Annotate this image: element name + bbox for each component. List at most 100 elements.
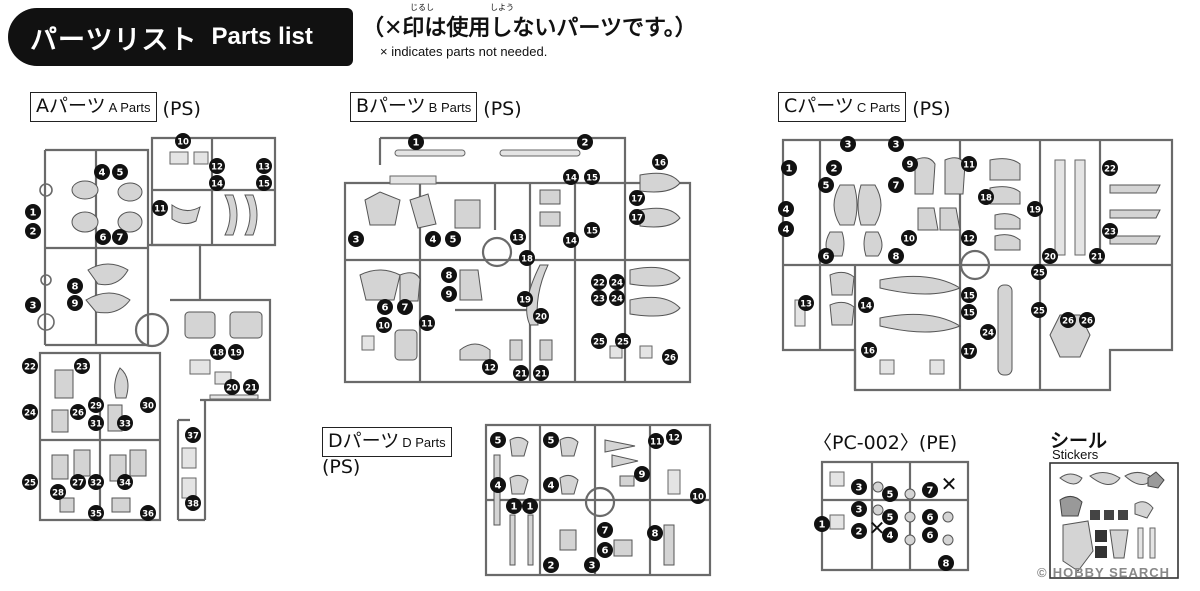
section-b-material: (PS) — [483, 98, 522, 120]
part-marker-pc-5b: 5 — [882, 509, 898, 525]
section-a-label-en: A Parts — [108, 100, 151, 115]
svg-text:2: 2 — [831, 164, 838, 175]
svg-text:21: 21 — [1091, 253, 1103, 263]
svg-text:9: 9 — [72, 299, 79, 310]
title-english: Parts list — [211, 23, 313, 50]
part-marker-a-35: 35 — [88, 505, 104, 521]
part-marker-b-22: 22 — [591, 274, 607, 290]
svg-text:21: 21 — [515, 370, 527, 380]
part-marker-pc-3b: 3 — [851, 501, 867, 517]
svg-text:16: 16 — [863, 347, 875, 357]
svg-text:11: 11 — [421, 320, 433, 330]
watermark: © HOBBY SEARCH — [1037, 564, 1170, 581]
svg-text:4: 4 — [887, 531, 894, 542]
part-marker-a-33: 33 — [117, 415, 133, 431]
svg-text:6: 6 — [602, 546, 609, 557]
part-marker-c-4: 4 — [778, 201, 794, 217]
section-a-label: Aパーツ — [36, 95, 106, 117]
svg-text:9: 9 — [907, 160, 914, 171]
part-marker-b-17: 17 — [629, 190, 645, 206]
part-marker-a-26: 26 — [70, 404, 86, 420]
svg-text:13: 13 — [800, 300, 812, 310]
svg-text:20: 20 — [226, 384, 238, 394]
part-marker-d-7: 7 — [597, 522, 613, 538]
part-marker-b-1: 1 — [408, 134, 424, 150]
svg-text:6: 6 — [382, 303, 389, 314]
svg-text:10: 10 — [692, 493, 704, 503]
title-japanese: パーツリスト — [30, 24, 198, 56]
svg-text:4: 4 — [783, 205, 790, 216]
not-needed-note-japanese: （✕印は使用しないパーツです。） — [362, 16, 697, 41]
part-marker-b-6: 6 — [377, 299, 393, 315]
svg-text:29: 29 — [90, 402, 102, 412]
svg-text:8: 8 — [72, 282, 79, 293]
part-marker-c-8: 8 — [888, 248, 904, 264]
svg-text:23: 23 — [593, 295, 605, 305]
part-marker-c-4b: 4 — [778, 221, 794, 237]
part-marker-d-2: 2 — [543, 557, 559, 573]
svg-text:33: 33 — [119, 420, 131, 430]
svg-text:31: 31 — [90, 420, 102, 430]
part-marker-pc-6b: 6 — [922, 509, 938, 525]
svg-text:8: 8 — [446, 271, 453, 282]
part-marker-c-3b: 3 — [888, 136, 904, 152]
part-marker-a-10: 10 — [175, 133, 191, 149]
part-marker-pc-8: 8 — [938, 555, 954, 571]
part-marker-c-9: 9 — [902, 156, 918, 172]
part-marker-c-22: 22 — [1102, 160, 1118, 176]
svg-text:1: 1 — [413, 138, 420, 149]
svg-text:24: 24 — [24, 409, 36, 419]
part-marker-b-9: 9 — [441, 286, 457, 302]
part-marker-d-11: 11 — [648, 433, 664, 449]
part-marker-b-24: 24 — [609, 274, 625, 290]
part-marker-a-37: 37 — [185, 427, 201, 443]
section-pc-title: 〈PC-002〉(PE) — [813, 432, 958, 454]
part-marker-b-8: 8 — [441, 267, 457, 283]
svg-text:3: 3 — [845, 140, 852, 151]
part-marker-d-1b: 1 — [522, 498, 538, 514]
svg-text:35: 35 — [90, 510, 102, 520]
svg-text:1: 1 — [819, 520, 826, 531]
part-marker-b-5: 5 — [445, 231, 461, 247]
part-marker-c-13: 13 — [798, 295, 814, 311]
svg-text:12: 12 — [211, 163, 223, 173]
part-marker-b-21b: 21 — [533, 365, 549, 381]
part-marker-b-15: 15 — [584, 169, 600, 185]
part-marker-b-25b: 25 — [615, 333, 631, 349]
svg-text:3: 3 — [856, 483, 863, 494]
part-marker-b-12: 12 — [482, 359, 498, 375]
svg-text:14: 14 — [860, 302, 872, 312]
part-marker-pc-3: 3 — [851, 479, 867, 495]
svg-text:4: 4 — [783, 225, 790, 236]
section-c-label: Cパーツ — [784, 95, 854, 117]
part-marker-b-21: 21 — [513, 365, 529, 381]
svg-text:19: 19 — [230, 349, 242, 359]
svg-text:1: 1 — [511, 502, 518, 513]
svg-text:13: 13 — [512, 234, 524, 244]
runner-a — [37, 136, 277, 522]
part-marker-a-15: 15 — [256, 175, 272, 191]
part-marker-c-18: 18 — [978, 189, 994, 205]
svg-text:9: 9 — [446, 290, 453, 301]
svg-text:2: 2 — [856, 527, 863, 538]
part-marker-a-30: 30 — [140, 397, 156, 413]
part-marker-a-29: 29 — [88, 397, 104, 413]
svg-text:26: 26 — [1062, 317, 1074, 327]
svg-text:19: 19 — [519, 296, 531, 306]
svg-text:11: 11 — [154, 205, 166, 215]
svg-text:1: 1 — [527, 502, 534, 513]
svg-text:4: 4 — [430, 235, 437, 246]
part-marker-b-23: 23 — [591, 290, 607, 306]
part-marker-d-6: 6 — [597, 542, 613, 558]
svg-text:16: 16 — [654, 159, 666, 169]
section-d-label: Dパーツ — [328, 430, 400, 452]
svg-text:20: 20 — [535, 313, 547, 323]
svg-text:25: 25 — [24, 479, 36, 489]
svg-text:7: 7 — [893, 181, 900, 192]
part-marker-c-2: 2 — [826, 160, 842, 176]
section-b-label: Bパーツ — [356, 95, 426, 117]
runner-pc-002 — [820, 460, 970, 572]
part-marker-a-27: 27 — [70, 474, 86, 490]
parts-list-title: パーツリスト Parts list — [8, 8, 353, 66]
